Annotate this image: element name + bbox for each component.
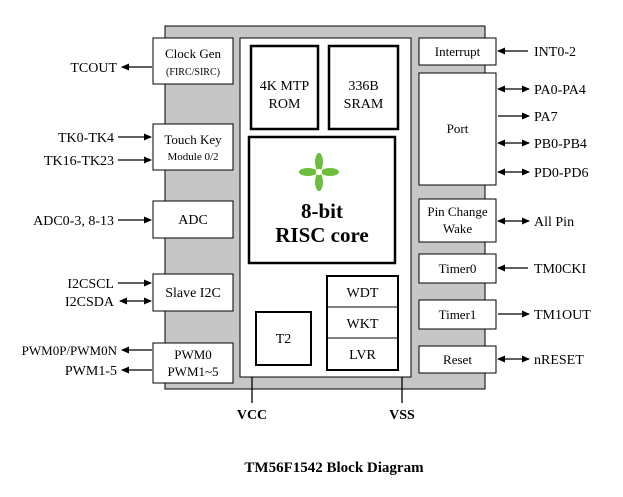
slave-i2c-label: Slave I2C bbox=[165, 286, 221, 301]
sram-block bbox=[327, 44, 400, 131]
pin-pwm0: PWM0P/PWM0N bbox=[22, 343, 118, 358]
pin-tk0: TK0-TK4 bbox=[58, 131, 114, 146]
pwm-line2: PWM1~5 bbox=[167, 364, 218, 379]
reset-label: Reset bbox=[443, 352, 472, 367]
adc-label: ADC bbox=[178, 213, 208, 228]
pin-tcout: TCOUT bbox=[70, 61, 117, 76]
risc-core-block bbox=[247, 135, 397, 265]
pin-i2cscl: I2CSCL bbox=[67, 277, 114, 292]
port-label: Port bbox=[447, 121, 469, 136]
wdt-wkt-lvr-group bbox=[326, 275, 399, 371]
interrupt-block bbox=[418, 37, 497, 66]
interrupt-label: Interrupt bbox=[435, 44, 481, 59]
touch-key-sub: Module 0/2 bbox=[167, 151, 218, 163]
clock-gen-sub: (FIRC/SIRC) bbox=[166, 67, 220, 78]
clock-gen-block bbox=[152, 37, 234, 85]
risc-core-line2: RISC core bbox=[275, 223, 369, 247]
pin-i2csda: I2CSDA bbox=[65, 295, 115, 310]
touch-key-title: Touch Key bbox=[164, 132, 222, 147]
pin-change-block bbox=[418, 198, 497, 243]
mtp-rom-block bbox=[249, 44, 320, 131]
pin-vss: VSS bbox=[389, 408, 415, 423]
t2-block bbox=[255, 311, 312, 366]
diagram-title: TM56F1542 Block Diagram bbox=[244, 460, 424, 476]
pin-tk16: TK16-TK23 bbox=[44, 154, 114, 169]
pin-change-line2: Wake bbox=[443, 221, 472, 236]
pin-tm1out: TM1OUT bbox=[534, 308, 591, 323]
pin-tm0cki: TM0CKI bbox=[534, 262, 586, 277]
timer1-label: Timer1 bbox=[439, 307, 477, 322]
clock-gen-title: Clock Gen bbox=[165, 46, 221, 61]
pin-nreset: nRESET bbox=[534, 353, 584, 368]
mtp-rom-line1: 4K MTP bbox=[260, 79, 310, 94]
pin-pa7: PA7 bbox=[534, 110, 558, 125]
pwm-block bbox=[152, 342, 234, 384]
pin-pwm1: PWM1-5 bbox=[65, 364, 117, 379]
timer1-block bbox=[418, 299, 497, 330]
pwm-line1: PWM0 bbox=[174, 347, 212, 362]
clover-logo-icon bbox=[299, 153, 339, 191]
touch-key-block bbox=[152, 123, 234, 171]
wkt-label: WKT bbox=[347, 317, 379, 332]
slave-i2c-block bbox=[152, 273, 234, 312]
sram-line1: 336B bbox=[348, 79, 378, 94]
timer0-block bbox=[418, 253, 497, 284]
adc-block bbox=[152, 200, 234, 239]
port-block bbox=[418, 72, 497, 186]
pin-vcc: VCC bbox=[237, 408, 267, 423]
t2-label: T2 bbox=[276, 332, 292, 347]
reset-block bbox=[418, 345, 497, 374]
timer0-label: Timer0 bbox=[439, 261, 477, 276]
lvr-label: LVR bbox=[349, 348, 376, 363]
pin-change-line1: Pin Change bbox=[427, 204, 488, 219]
wdt-label: WDT bbox=[347, 286, 379, 301]
pin-pb0: PB0-PB4 bbox=[534, 137, 587, 152]
sram-line2: SRAM bbox=[344, 97, 384, 112]
pin-int: INT0-2 bbox=[534, 45, 576, 60]
pin-pd0: PD0-PD6 bbox=[534, 166, 588, 181]
pin-pa0: PA0-PA4 bbox=[534, 83, 586, 98]
risc-core-line1: 8-bit bbox=[301, 199, 343, 223]
mtp-rom-line2: ROM bbox=[269, 97, 301, 112]
pin-adc: ADC0-3, 8-13 bbox=[33, 214, 114, 229]
pin-allpin: All Pin bbox=[534, 215, 574, 230]
